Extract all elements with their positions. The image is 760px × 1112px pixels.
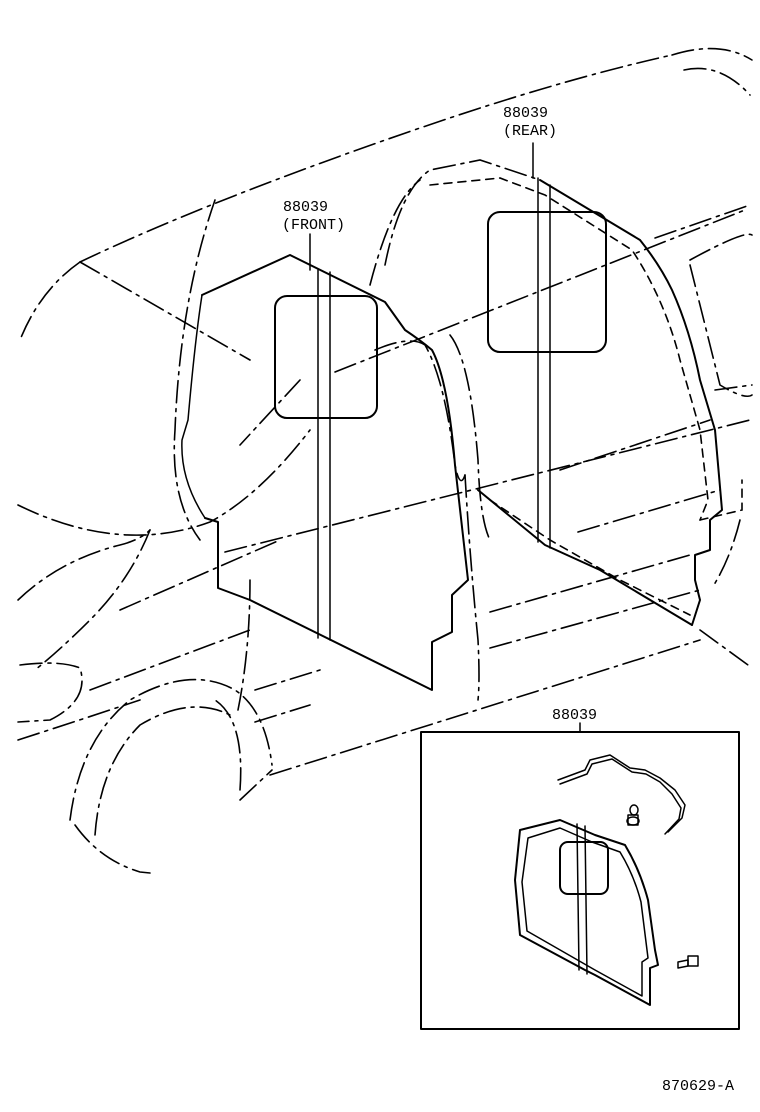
front-door-insulator (181, 254, 469, 691)
front-position-label: (FRONT) (282, 217, 346, 234)
detail-part-number: 88039 (552, 707, 598, 724)
clip-icon (626, 804, 640, 826)
detail-box (420, 731, 740, 1030)
rear-door-insulator (429, 177, 743, 626)
illustration-code: 870629-A (662, 1078, 735, 1095)
rear-position-label: (REAR) (503, 123, 558, 140)
rear-part-number: 88039 (503, 105, 549, 122)
vehicle-phantom-outline (17, 47, 753, 874)
callout-leaders (309, 142, 581, 733)
wire-rod (557, 754, 686, 833)
screw-icon (677, 955, 699, 969)
door-panel-part (514, 819, 659, 1006)
front-part-number: 88039 (283, 199, 329, 216)
